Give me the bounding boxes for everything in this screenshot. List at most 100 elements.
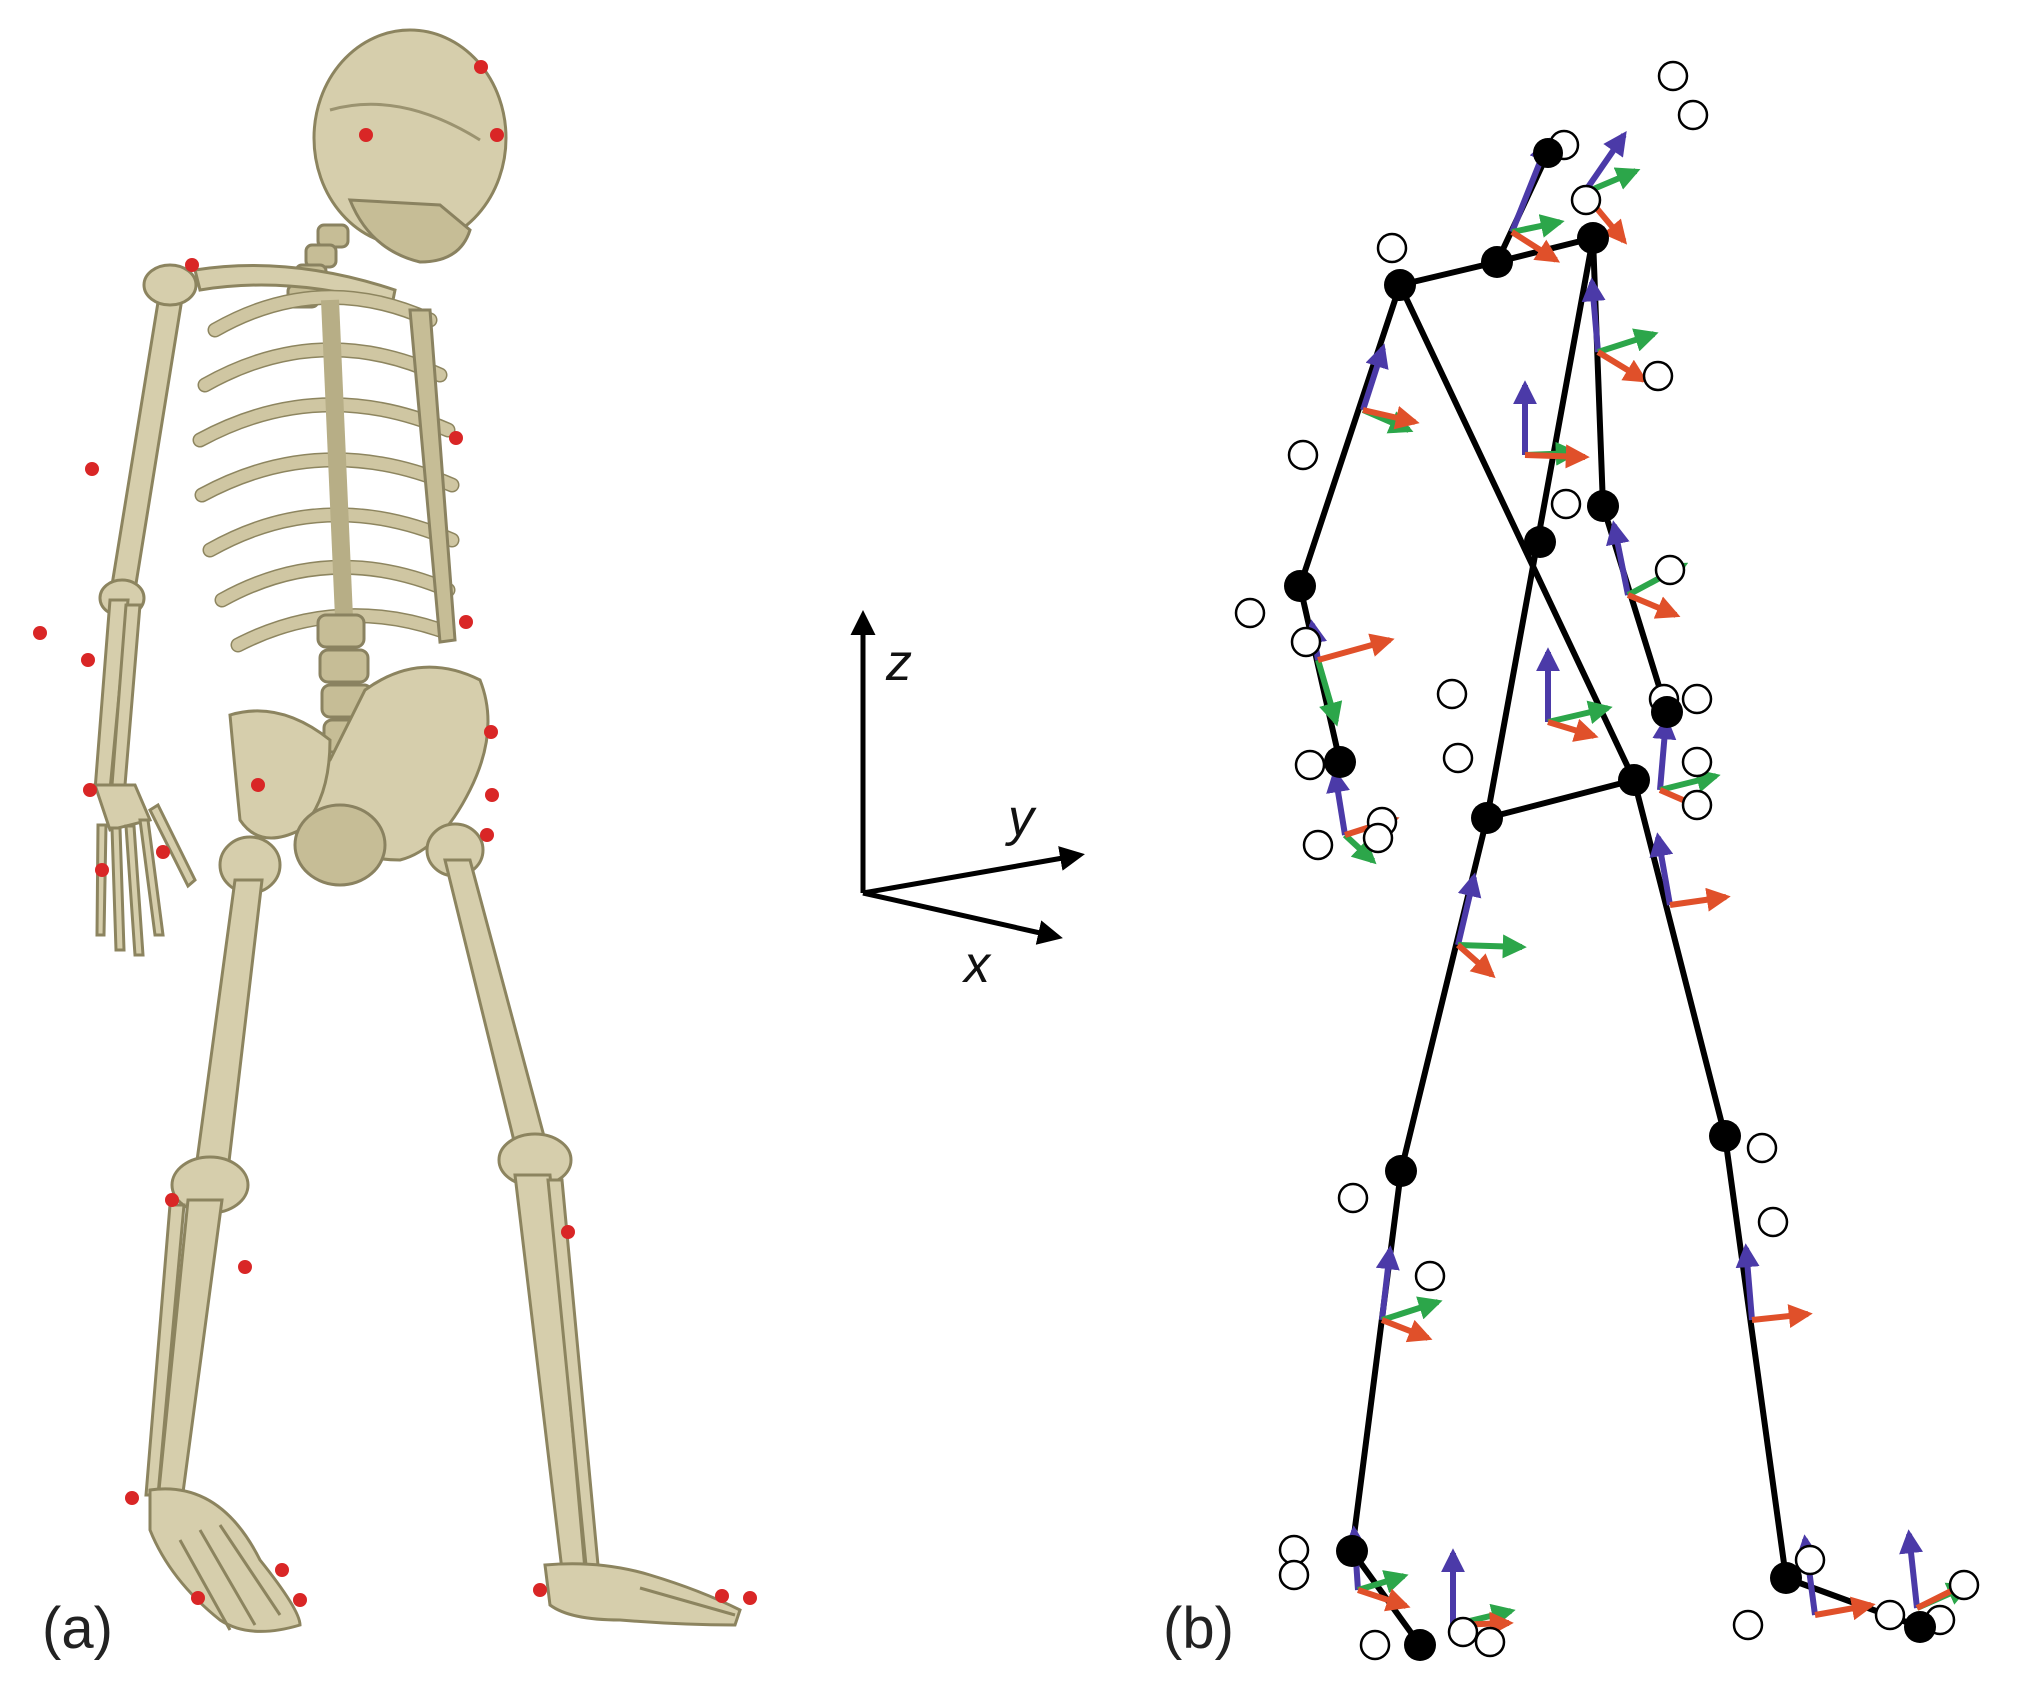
marker-circle [1948, 1569, 1980, 1601]
marker-circle [1302, 829, 1334, 861]
pelvis-segment [1484, 777, 1637, 821]
marker-circle [1278, 1559, 1310, 1591]
marker-circle [1287, 439, 1319, 471]
marker [449, 431, 463, 445]
marker-circle [1746, 1132, 1778, 1164]
panel-label-b: (b) [1163, 1596, 1234, 1661]
marker-circle [1681, 789, 1713, 821]
right-thigh-segment [1631, 777, 1728, 1139]
marker [275, 1563, 289, 1577]
marker-circle [1677, 99, 1709, 131]
torso-diagonal-segment [1397, 282, 1637, 783]
frame [1455, 872, 1527, 979]
left-thigh-segment [1398, 815, 1490, 1174]
marker [561, 1225, 575, 1239]
arm-rear [408, 308, 457, 644]
model-joints [1284, 138, 1936, 1661]
marker [484, 725, 498, 739]
left-shank-segment [1349, 1168, 1404, 1554]
marker [459, 615, 473, 629]
marker [85, 462, 99, 476]
marker-circle [1642, 360, 1674, 392]
marker-circle [1234, 597, 1266, 629]
marker [81, 653, 95, 667]
marker [33, 626, 47, 640]
marker-circle [1447, 1616, 1479, 1648]
marker-circle [1414, 1260, 1446, 1292]
marker-circle [1436, 678, 1468, 710]
frame [1735, 1243, 1813, 1328]
upper-arm-segment [1297, 282, 1403, 589]
marker-circle [1362, 822, 1394, 854]
frame [1375, 1245, 1443, 1343]
marker [125, 1491, 139, 1505]
marker-circle [1681, 683, 1713, 715]
marker-circle [1550, 488, 1582, 520]
marker [490, 128, 504, 142]
marker-circle [1474, 1626, 1506, 1658]
marker-circle [1794, 1544, 1826, 1576]
surface-markers [33, 60, 757, 1607]
y-axis-arrow [862, 846, 1085, 896]
model-segments [1297, 150, 1923, 1648]
frame [1536, 647, 1613, 742]
marker [156, 845, 170, 859]
joint [1904, 1611, 1936, 1643]
frame [1360, 343, 1420, 434]
frame [1581, 277, 1659, 383]
marker-circle [1337, 1182, 1369, 1214]
rear-upper-arm-segment [1590, 235, 1606, 509]
marker-circle [1654, 554, 1686, 586]
joint [1324, 746, 1356, 778]
marker [83, 783, 97, 797]
pelvis [228, 665, 490, 887]
joint [1471, 802, 1503, 834]
marker-circle [1732, 1609, 1764, 1641]
marker-circle [1681, 746, 1713, 778]
marker [238, 1260, 252, 1274]
x-axis-arrow [862, 890, 1063, 945]
marker-circle [1874, 1599, 1906, 1631]
marker-circle [1290, 626, 1322, 658]
skull [312, 28, 508, 264]
marker-circle [1359, 1629, 1391, 1661]
marker-circle [1376, 232, 1408, 264]
x-axis-label: x [961, 936, 992, 994]
joint [1618, 764, 1650, 796]
right-shank-segment [1722, 1133, 1789, 1581]
joint [1587, 490, 1619, 522]
joint [1524, 526, 1556, 558]
clavicle [193, 264, 397, 307]
joint [1336, 1535, 1368, 1567]
marker [474, 60, 488, 74]
joint [1385, 1155, 1417, 1187]
z-axis-label: z [885, 634, 912, 692]
joint [1384, 269, 1416, 301]
joint [1481, 246, 1513, 278]
joint [1651, 696, 1683, 728]
joint [1709, 1120, 1741, 1152]
experimental-markers [1234, 60, 1980, 1661]
marker [95, 863, 109, 877]
arm [92, 263, 198, 957]
marker [359, 128, 373, 142]
frame [1303, 619, 1395, 727]
frame [1513, 380, 1590, 469]
frame [1649, 832, 1731, 912]
marker [293, 1593, 307, 1607]
stick-model [1234, 60, 1980, 1661]
marker [251, 778, 265, 792]
frame [1441, 1548, 1516, 1636]
marker-circle [1294, 749, 1326, 781]
joint [1770, 1562, 1802, 1594]
marker [485, 788, 499, 802]
marker [480, 828, 494, 842]
joint [1404, 1629, 1436, 1661]
marker-circle [1657, 60, 1689, 92]
coordinate-axes: z y x [850, 610, 1085, 994]
leg-right [425, 822, 742, 1627]
segment-frames [1303, 131, 1978, 1636]
marker-circle [1757, 1206, 1789, 1238]
marker [743, 1591, 757, 1605]
